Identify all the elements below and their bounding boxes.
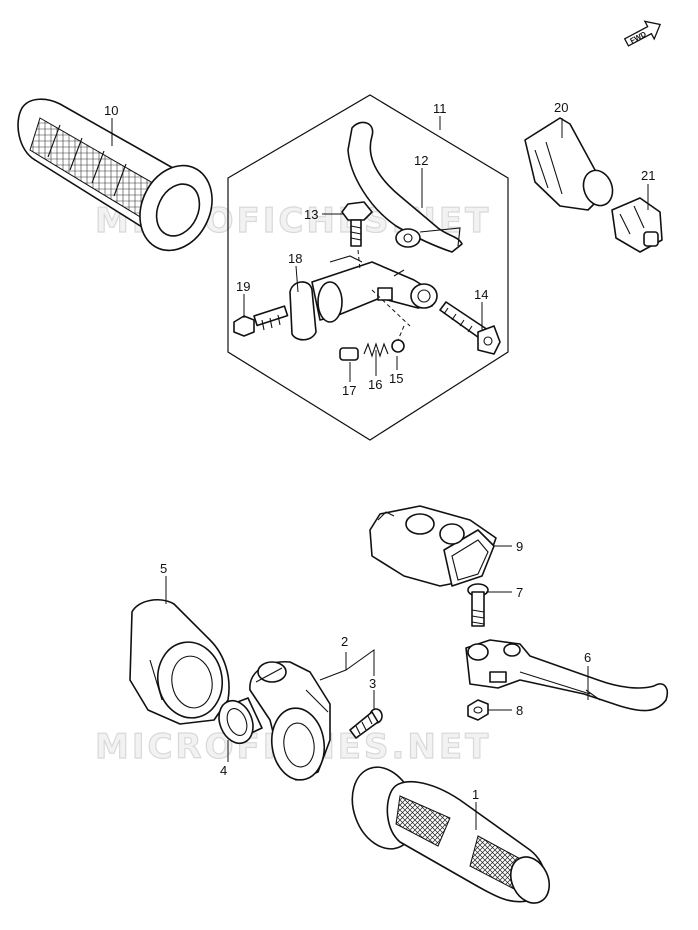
callout-12: 12 [414,153,428,168]
callout-16: 16 [368,377,382,392]
lever-pivot-bolt [467,583,489,627]
clamp-bolt [233,305,289,337]
throttle-housing [249,660,331,781]
fwd-arrow-icon: FWD [623,20,662,47]
callout-2: 2 [341,634,348,649]
pivot-nut [467,699,489,721]
callout-1: 1 [472,787,479,802]
perch-cover [369,505,497,587]
callout-20: 20 [554,100,568,115]
throttle-grip [351,766,551,904]
callout-9: 9 [516,539,523,554]
callout-10: 10 [104,103,118,118]
callout-13: 13 [304,207,318,222]
callout-8: 8 [516,703,523,718]
callout-18: 18 [288,251,302,266]
lever-holder [289,255,438,341]
callout-6: 6 [584,650,591,665]
callout-3: 3 [369,676,376,691]
callout-15: 15 [389,371,403,386]
assembly-frame [227,94,509,441]
callout-19: 19 [236,279,250,294]
detent-parts [339,339,405,361]
brake-lever [465,639,669,712]
callout-5: 5 [160,561,167,576]
adjuster-screw [439,301,501,355]
grip-left-top [17,98,213,252]
pivot-collar [339,347,359,361]
throttle-cover [129,599,230,725]
cable-adjuster [611,197,663,253]
pivot-bolt [341,201,373,247]
throttle-bushing [218,697,263,745]
callout-7: 7 [516,585,523,600]
callout-17: 17 [342,383,356,398]
leader-lines [111,116,649,830]
housing-screw [349,708,383,739]
lever-boot-cover [524,117,614,211]
callout-4: 4 [220,763,227,778]
callout-14: 14 [474,287,488,302]
clutch-lever-assembly [347,121,463,253]
spring [363,342,389,358]
steel-ball [391,339,405,353]
callout-11: 11 [433,101,447,116]
callout-21: 21 [641,168,655,183]
